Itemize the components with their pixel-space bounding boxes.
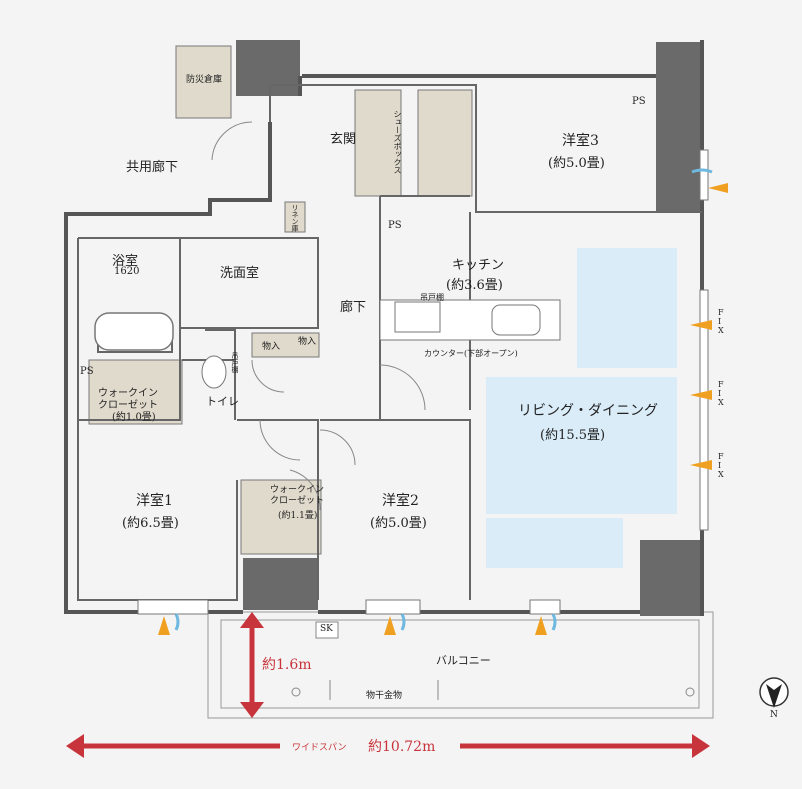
- wide-span-prefix: ワイドスパン: [292, 743, 347, 753]
- ps-label-bath: PS: [80, 366, 94, 377]
- western1-label: 洋室1: [136, 493, 173, 509]
- laundry-label: 物干金物: [366, 691, 403, 701]
- western2-label: 洋室2: [382, 493, 419, 509]
- common-corridor-label: 共用廊下: [126, 160, 179, 175]
- kitchen-label: キッチン: [452, 258, 505, 273]
- storage1-label: 物入: [262, 342, 281, 352]
- hallway-label: 廊下: [340, 300, 367, 315]
- living-area-fill: [486, 248, 677, 568]
- balcony-label: バルコニー: [436, 654, 491, 667]
- kitchen-counter: [379, 299, 561, 341]
- windows: [137, 149, 709, 615]
- wic1-line1: ウォークイン: [98, 388, 158, 399]
- bath-size: 1620: [114, 266, 140, 277]
- bath-label: 浴室: [112, 254, 139, 269]
- door-swings: [211, 121, 426, 511]
- balcony-depth-label: 約1.6m: [262, 657, 312, 673]
- living-size: (約15.5畳): [540, 428, 606, 443]
- wide-span-value: 約10.72m: [368, 739, 436, 755]
- tsuri-toilet-label: 吊戸棚: [231, 352, 239, 373]
- western3-size: (約5.0畳): [548, 156, 605, 171]
- living-label: リビング・ダイニング: [518, 403, 658, 419]
- toilet-fixture: [201, 355, 227, 389]
- washroom-label: 洗面室: [220, 266, 260, 281]
- sk-label: SK: [320, 624, 333, 634]
- balcony-depth-arrow: [240, 612, 264, 718]
- exterior-walls: [64, 40, 704, 616]
- western3-label: 洋室3: [562, 133, 599, 149]
- bathtub: [94, 312, 174, 351]
- building-core: [236, 40, 702, 616]
- ps-label-kitchen: PS: [388, 220, 402, 231]
- wic2-line1: ウォークイン: [270, 485, 325, 495]
- tsuri-label: 吊戸棚: [420, 293, 444, 302]
- storage-fills: [88, 45, 473, 555]
- storage2-label: 物入: [298, 337, 317, 347]
- shoebox-label: シューズボックス: [393, 110, 402, 174]
- entrance-label: 玄関: [330, 132, 357, 147]
- wic1-line2: クローゼット: [98, 400, 158, 411]
- wic2-size: (約1.1畳): [278, 511, 318, 521]
- western1-size: (約6.5畳): [122, 516, 179, 531]
- kitchen-size: (約3.6畳): [446, 278, 503, 293]
- fix-label-3: FIX: [718, 452, 724, 479]
- bosai-label: 防災倉庫: [186, 75, 223, 85]
- linen-label: リネン庫: [291, 204, 299, 232]
- counter-label: カウンター(下部オープン): [424, 349, 518, 358]
- wic2-line2: クローゼット: [270, 496, 325, 506]
- compass-label: N: [770, 710, 778, 720]
- toilet-label: トイレ: [206, 395, 239, 408]
- ps-label-top: PS: [632, 96, 646, 107]
- wide-span-arrow: [66, 734, 710, 758]
- fix-label-2: FIX: [718, 380, 724, 407]
- ventilation-arrows: [158, 168, 728, 635]
- balcony-fixtures: [291, 621, 695, 700]
- western2-size: (約5.0畳): [370, 516, 427, 531]
- fix-label-1: FIX: [718, 308, 724, 335]
- wic1-size: (約1.0畳): [112, 412, 156, 423]
- compass-icon: [759, 677, 789, 708]
